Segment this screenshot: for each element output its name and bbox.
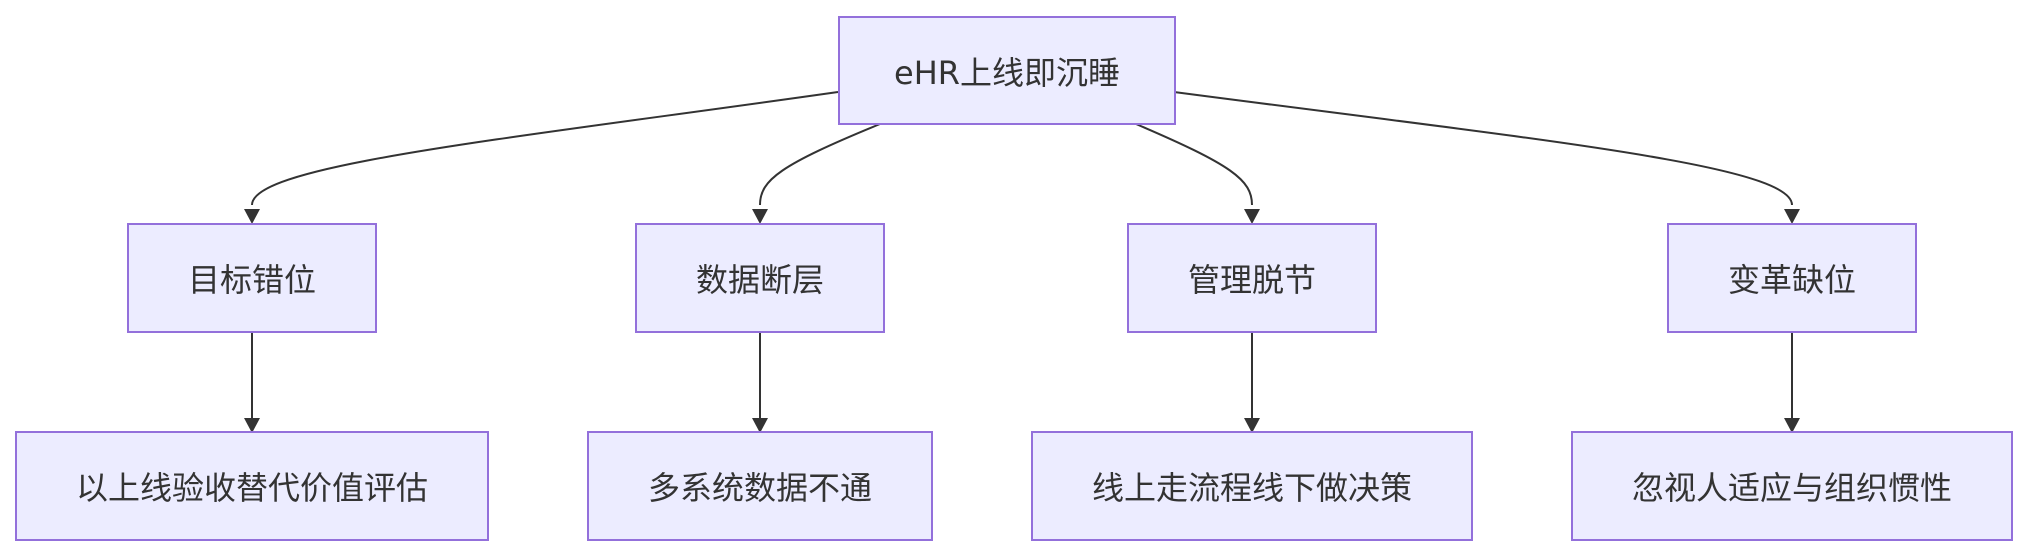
detail-node-label: 以上线验收替代价值评估 [75,469,428,507]
detail-node-data-gap: 多系统数据不通 [587,431,933,541]
detail-node-change-absence: 忽视人适应与组织惯性 [1571,431,2013,541]
branch-node-goal-misalignment: 目标错位 [127,223,377,333]
branch-node-label: 变革缺位 [1727,261,1856,299]
root-node: eHR上线即沉睡 [838,16,1176,125]
arrowhead-management-disconnect [1244,209,1260,224]
arrowhead-data-gap [752,209,768,224]
arrowhead-management-disconnect-detail [1244,418,1260,433]
detail-node-label: 多系统数据不通 [647,469,872,507]
branch-node-change-absence: 变革缺位 [1667,223,1917,333]
arrowhead-data-gap-detail [752,418,768,433]
detail-node-management-disconnect: 线上走流程线下做决策 [1031,431,1473,541]
arrowhead-goal-misalignment-detail [244,418,260,433]
branch-node-label: 目标错位 [187,261,316,299]
edge-root-to-management-disconnect [1135,123,1253,206]
edge-root-to-data-gap [759,123,881,206]
detail-node-label: 忽视人适应与组织惯性 [1631,469,1952,507]
detail-node-label: 线上走流程线下做决策 [1091,469,1412,507]
detail-node-goal-misalignment: 以上线验收替代价值评估 [15,431,489,541]
edge-root-to-change-absence [1173,91,1793,206]
branch-node-label: 管理脱节 [1187,261,1316,299]
branch-node-data-gap: 数据断层 [635,223,885,333]
edge-root-to-goal-misalignment [251,91,839,206]
arrowhead-goal-misalignment [244,209,260,224]
arrowhead-change-absence-detail [1784,418,1800,433]
arrowhead-change-absence [1784,209,1800,224]
root-node-label: eHR上线即沉睡 [894,53,1120,92]
branch-node-management-disconnect: 管理脱节 [1127,223,1377,333]
branch-node-label: 数据断层 [695,261,824,299]
